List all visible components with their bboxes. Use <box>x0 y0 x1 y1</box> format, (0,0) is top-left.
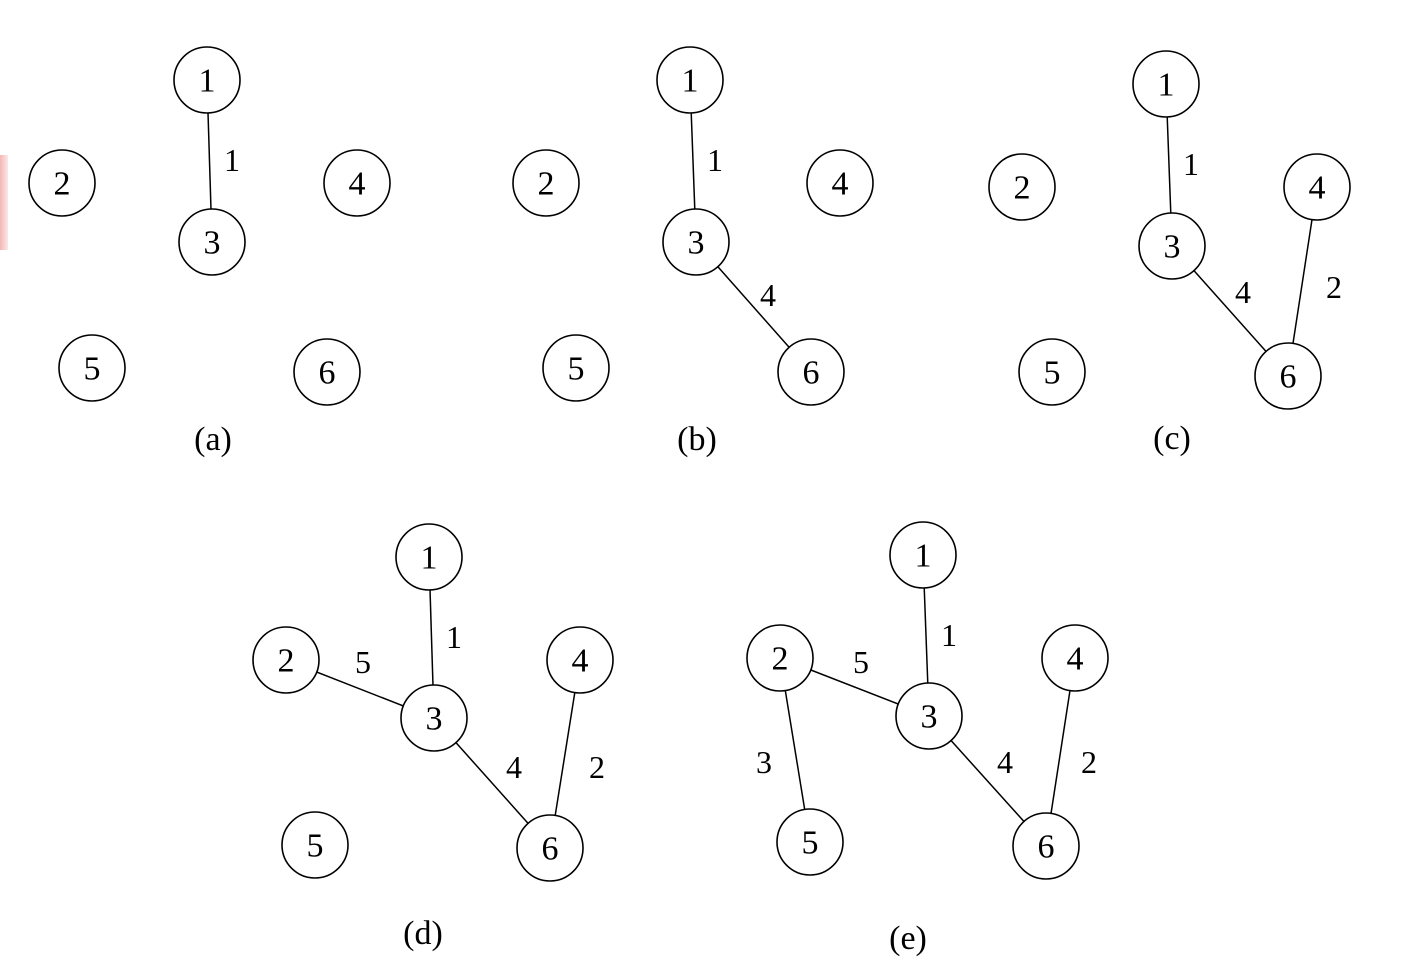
node-1-label: 1 <box>915 538 932 575</box>
edge-weight-1-3: 1 <box>1183 146 1199 182</box>
panel-caption: (d) <box>403 915 443 952</box>
node-3-circle <box>895 682 963 750</box>
node-5-circle <box>542 334 610 402</box>
edge-weight-3-6: 4 <box>506 749 522 785</box>
node-4-label: 4 <box>832 166 849 203</box>
node-4-label: 4 <box>572 643 589 680</box>
node-4-circle <box>546 626 614 694</box>
node-3-circle <box>400 684 468 752</box>
node-3-label: 3 <box>1164 229 1181 266</box>
panel-caption: (e) <box>889 920 927 957</box>
node-1-label: 1 <box>1158 67 1175 104</box>
node-1-label: 1 <box>682 63 699 100</box>
panel-caption: (a) <box>194 421 232 458</box>
edge-weight-3-6: 4 <box>1235 274 1251 310</box>
node-4-label: 4 <box>1067 641 1084 678</box>
node-5-circle <box>58 334 126 402</box>
node-2-label: 2 <box>1014 170 1031 207</box>
node-5-circle <box>776 808 844 876</box>
edge-weight-1-3: 1 <box>446 619 462 655</box>
node-4-label: 4 <box>1309 170 1326 207</box>
node-6-circle <box>293 338 361 406</box>
node-1-label: 1 <box>199 63 216 100</box>
node-4-circle <box>1041 624 1109 692</box>
node-1-circle <box>173 46 241 114</box>
node-2-circle <box>746 624 814 692</box>
node-3-circle <box>1138 212 1206 280</box>
node-2-label: 2 <box>772 641 789 678</box>
node-1-circle <box>889 521 957 589</box>
node-5-label: 5 <box>1044 355 1061 392</box>
node-2-circle <box>28 149 96 217</box>
graph-panel: 1 1 2 3 4 5 6 (a) <box>28 46 391 458</box>
node-6-circle <box>1012 812 1080 880</box>
edge-weight-1-3: 1 <box>707 142 723 178</box>
edge-weight-4-6: 2 <box>1081 744 1097 780</box>
graph-panel: 1 5 4 2 1 2 3 4 5 6 (d) <box>252 523 614 952</box>
node-2-label: 2 <box>54 166 71 203</box>
panel-caption: (b) <box>677 421 717 458</box>
node-6-circle <box>1254 342 1322 410</box>
node-2-label: 2 <box>538 166 555 203</box>
node-1-circle <box>395 523 463 591</box>
node-6-label: 6 <box>1280 359 1297 396</box>
edge-weight-4-6: 2 <box>589 749 605 785</box>
edge-weight-2-5: 3 <box>756 744 772 780</box>
edge-weight-1-3: 1 <box>941 617 957 653</box>
node-3-circle <box>178 208 246 276</box>
node-6-label: 6 <box>319 355 336 392</box>
edge-weight-4-6: 2 <box>1326 269 1342 305</box>
node-4-circle <box>1283 153 1351 221</box>
node-4-circle <box>806 149 874 217</box>
node-5-label: 5 <box>568 351 585 388</box>
node-3-label: 3 <box>204 225 221 262</box>
node-3-circle <box>662 208 730 276</box>
node-5-label: 5 <box>84 351 101 388</box>
node-3-label: 3 <box>921 699 938 736</box>
edge-weight-2-3: 5 <box>355 644 371 680</box>
node-5-circle <box>1018 338 1086 406</box>
side-accent-bar <box>0 155 8 250</box>
node-2-label: 2 <box>278 643 295 680</box>
graph-panel: 1 5 3 4 2 1 2 3 4 5 6 (e) <box>746 521 1109 957</box>
edge-weight-3-6: 4 <box>997 744 1013 780</box>
node-6-label: 6 <box>542 831 559 868</box>
graph-panel: 1 4 1 2 3 4 5 6 (b) <box>512 46 874 458</box>
edge-weight-3-6: 4 <box>760 277 776 313</box>
node-6-circle <box>777 338 845 406</box>
node-6-label: 6 <box>803 355 820 392</box>
node-4-label: 4 <box>349 166 366 203</box>
edge-weight-1-3: 1 <box>224 142 240 178</box>
node-3-label: 3 <box>688 225 705 262</box>
node-2-circle <box>512 149 580 217</box>
edge-weight-2-3: 5 <box>853 644 869 680</box>
graph-panel: 1 4 2 1 2 3 4 5 6 (c) <box>988 50 1351 457</box>
node-6-label: 6 <box>1038 829 1055 866</box>
node-1-label: 1 <box>421 540 438 577</box>
node-4-circle <box>323 149 391 217</box>
node-3-label: 3 <box>426 701 443 738</box>
panel-caption: (c) <box>1153 420 1191 457</box>
node-1-circle <box>1132 50 1200 118</box>
node-5-label: 5 <box>307 828 324 865</box>
node-5-label: 5 <box>802 825 819 862</box>
node-1-circle <box>656 46 724 114</box>
node-5-circle <box>281 811 349 879</box>
node-6-circle <box>516 814 584 882</box>
node-2-circle <box>988 153 1056 221</box>
node-2-circle <box>252 626 320 694</box>
